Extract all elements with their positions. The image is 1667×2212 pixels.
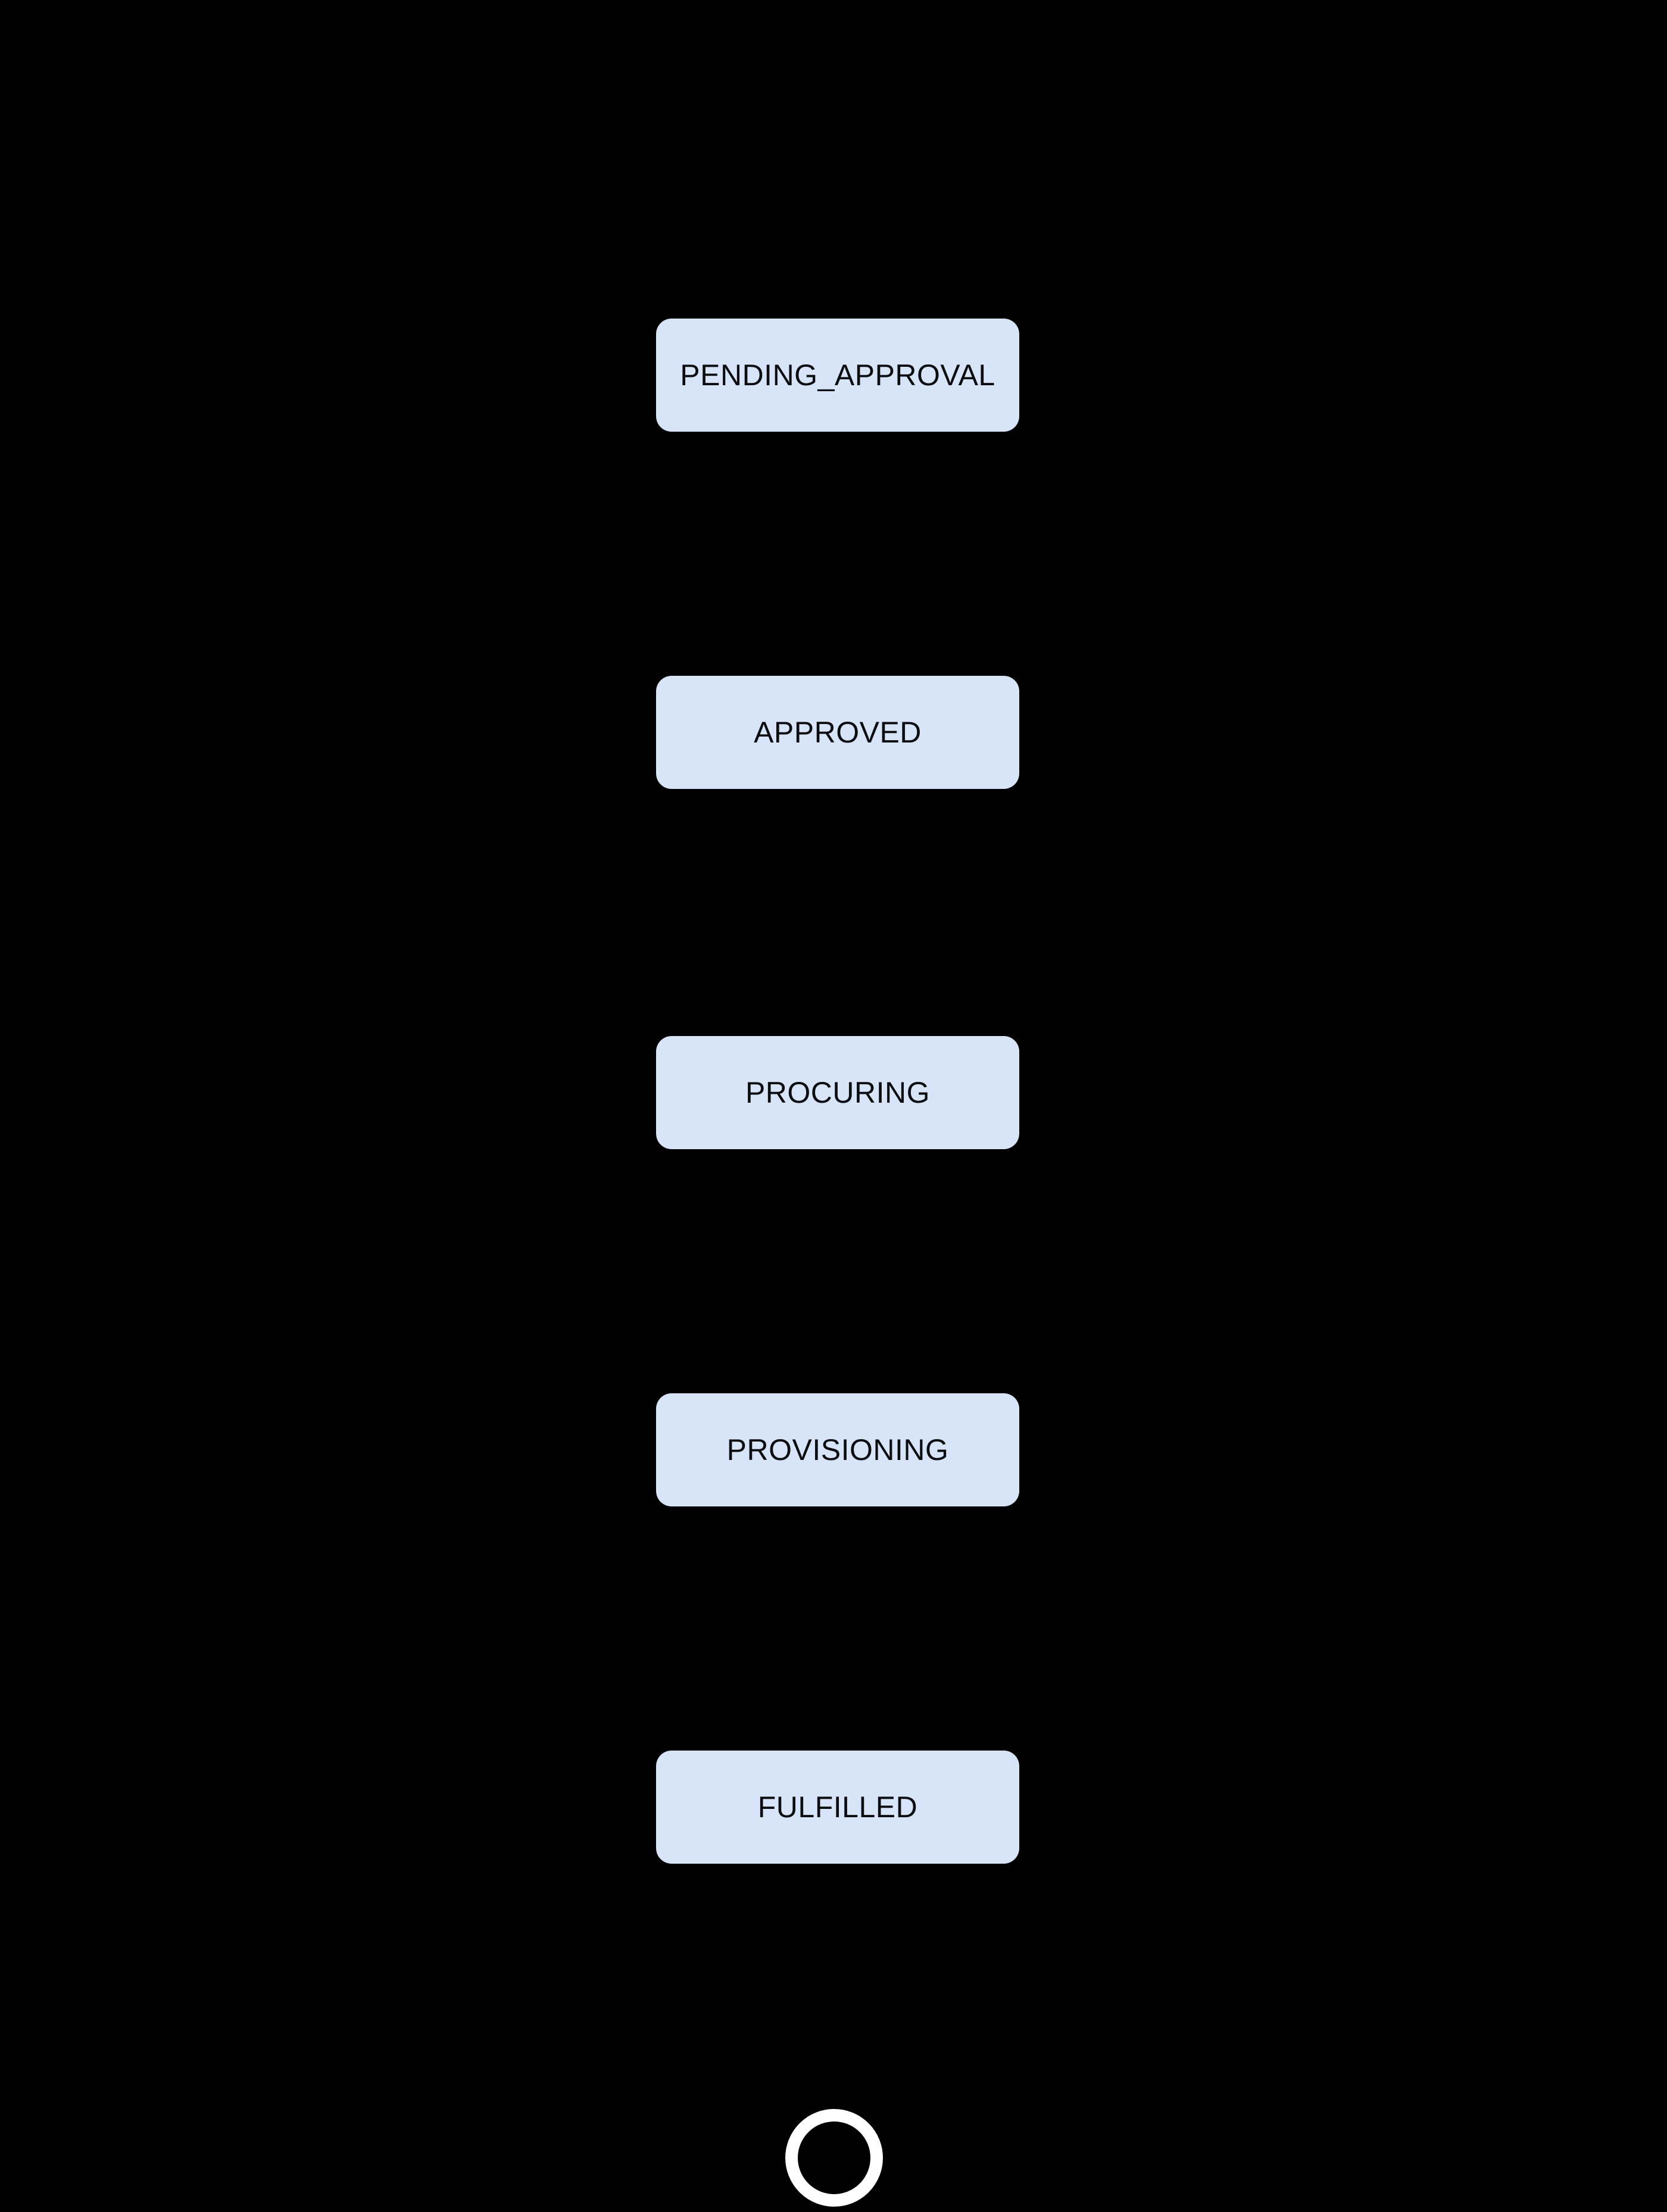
state-label: PENDING_APPROVAL (680, 358, 995, 392)
state-node-procuring: PROCURING (656, 1036, 1019, 1149)
final-state-ring-icon (785, 2109, 883, 2207)
state-node-approved: APPROVED (656, 676, 1019, 789)
state-node-fulfilled: FULFILLED (656, 1751, 1019, 1864)
state-label: PROVISIONING (726, 1433, 949, 1467)
state-node-pending-approval: PENDING_APPROVAL (656, 319, 1019, 432)
state-label: FULFILLED (757, 1790, 918, 1824)
state-label: APPROVED (754, 716, 922, 749)
state-node-provisioning: PROVISIONING (656, 1393, 1019, 1506)
state-label: PROCURING (745, 1076, 931, 1109)
